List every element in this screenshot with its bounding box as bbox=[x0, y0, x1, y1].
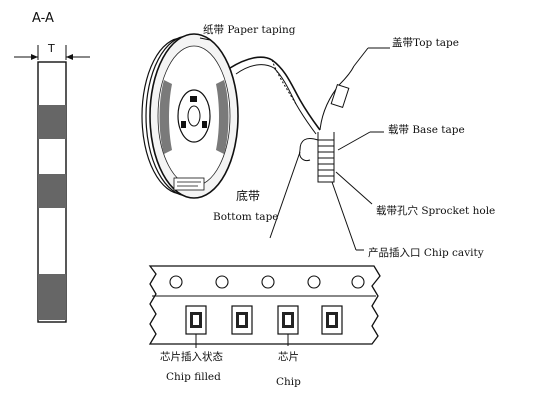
chip-cavity bbox=[185, 305, 207, 335]
sprocket-hole bbox=[351, 275, 365, 289]
label-bottom-tape-cn: 底带 bbox=[236, 188, 260, 203]
sprocket-hole bbox=[169, 275, 183, 289]
label-paper-taping: 纸带 Paper taping bbox=[203, 23, 296, 36]
label-chip-cn: 芯片 bbox=[278, 350, 299, 363]
label-chip-filled-en: Chip filled bbox=[166, 371, 221, 383]
label-chip-en: Chip bbox=[276, 376, 301, 388]
sprocket-hole bbox=[215, 275, 229, 289]
label-chip-filled-cn: 芯片插入状态 bbox=[160, 350, 223, 363]
tape-detail bbox=[148, 265, 381, 348]
tape-strip bbox=[229, 56, 355, 183]
label-sprocket-hole: 载带孔穴 Sprocket hole bbox=[376, 204, 495, 217]
label-top-tape: 盖带Top tape bbox=[392, 36, 459, 49]
sprocket-hole bbox=[307, 275, 321, 289]
cross-section: T bbox=[14, 42, 90, 323]
label-bottom-tape-en: Bottom tape bbox=[213, 211, 279, 223]
chip-cavity bbox=[321, 305, 343, 335]
section-title: A-A bbox=[32, 11, 54, 26]
leader-lines bbox=[199, 37, 390, 251]
thickness-label: T bbox=[47, 42, 55, 55]
sprocket-hole bbox=[261, 275, 275, 289]
reel bbox=[141, 33, 239, 199]
chip-cavity bbox=[277, 305, 299, 335]
label-chip-cavity: 产品插入口 Chip cavity bbox=[368, 246, 484, 259]
chip-cavity bbox=[231, 305, 253, 335]
label-base-tape: 载带 Base tape bbox=[388, 124, 465, 136]
